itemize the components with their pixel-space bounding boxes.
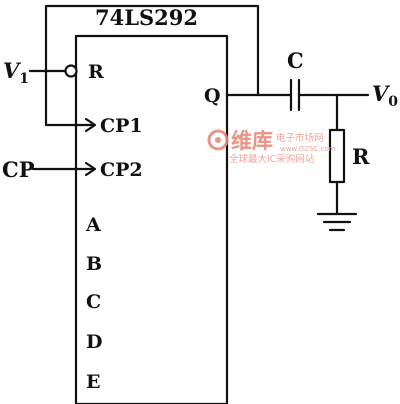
pin-e: E bbox=[86, 371, 100, 393]
vo-label: V0 bbox=[372, 81, 398, 110]
pin-b: B bbox=[86, 253, 102, 275]
cp1-arrow bbox=[84, 117, 97, 133]
v1-label: V1 bbox=[3, 58, 29, 87]
pin-q: Q bbox=[204, 85, 221, 107]
pin-r: R bbox=[88, 61, 104, 83]
ground-icon bbox=[316, 212, 358, 232]
watermark-slogan: 全球最大IC采购网站 bbox=[229, 153, 315, 165]
pin-cp1: CP1 bbox=[100, 115, 143, 137]
capacitor-label: C bbox=[287, 48, 304, 73]
pin-cp2: CP2 bbox=[100, 159, 143, 181]
watermark-logo-icon bbox=[207, 129, 229, 151]
ic-name: 74LS292 bbox=[95, 5, 198, 30]
watermark-url: www.DZSC.com bbox=[280, 145, 336, 153]
ic-body bbox=[74, 34, 229, 404]
r-bubble bbox=[64, 64, 78, 78]
resistor-label: R bbox=[352, 144, 370, 169]
cp2-arrow bbox=[84, 161, 97, 177]
pin-c: C bbox=[86, 291, 101, 313]
watermark-brand: 维库 bbox=[231, 129, 273, 153]
watermark-brand-suffix: 电子市场网 bbox=[276, 132, 324, 144]
pin-d: D bbox=[86, 331, 102, 353]
feedback-wire bbox=[44, 4, 260, 127]
pin-a: A bbox=[85, 214, 101, 236]
watermark: 维库 电子市场网 www.DZSC.com 全球最大IC采购网站 bbox=[207, 129, 336, 165]
resistor-body bbox=[328, 128, 346, 184]
cp-label: CP bbox=[2, 157, 35, 182]
